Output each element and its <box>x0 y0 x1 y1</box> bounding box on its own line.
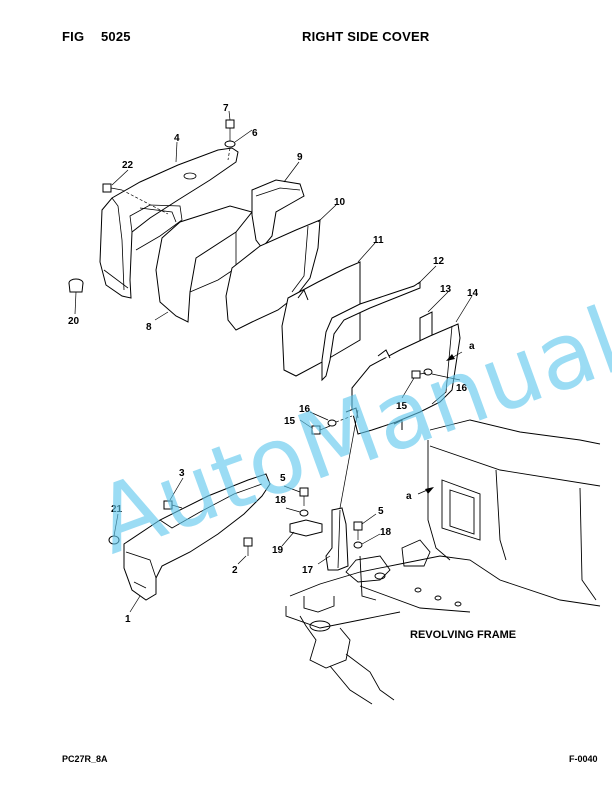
callout-11: 11 <box>373 235 384 246</box>
part-2-bolt <box>243 537 253 556</box>
figure-number: 5025 <box>101 29 131 44</box>
part-7-bolt <box>225 119 235 142</box>
callout-17: 17 <box>302 565 314 576</box>
callout-13: 13 <box>440 284 452 295</box>
part-17-stay <box>325 409 359 571</box>
part-3-bolt <box>163 500 183 510</box>
model-code: PC27R_8A <box>62 754 108 764</box>
part-15-bolt-upper <box>411 370 427 379</box>
leader-lines <box>74 110 473 613</box>
part-16-washer-upper <box>423 368 433 376</box>
callout-20: 20 <box>68 316 80 327</box>
callout-18-right: 18 <box>380 527 392 538</box>
part-12-strip <box>321 281 421 382</box>
page-title: RIGHT SIDE COVER <box>302 29 430 44</box>
part-4-upper-cover <box>99 147 239 299</box>
part-20-grommet <box>68 278 84 293</box>
part-19-plate <box>289 519 323 537</box>
callout-18-left: 18 <box>275 495 287 506</box>
part-1-lower-cover <box>123 473 271 601</box>
page-code: F-0040 <box>569 754 598 764</box>
callout-12: 12 <box>433 256 445 267</box>
part-15-bolt-lower <box>311 425 331 435</box>
part-14-side-cover <box>345 323 461 435</box>
callout-3: 3 <box>179 468 185 479</box>
callout-6: 6 <box>252 128 258 139</box>
callout-1: 1 <box>125 614 131 625</box>
reference-mark-upper: a <box>469 341 475 352</box>
part-11-sheet <box>281 261 361 377</box>
part-18-nut-left <box>299 509 309 517</box>
callout-16-lower: 16 <box>299 404 311 415</box>
revolving-frame <box>285 419 601 705</box>
part-16-washer-lower <box>327 419 337 427</box>
callout-4: 4 <box>174 133 180 144</box>
callout-5-left: 5 <box>280 473 286 484</box>
revolving-frame-label: REVOLVING FRAME <box>410 629 516 641</box>
callout-19: 19 <box>272 545 284 556</box>
part-8-pad <box>155 205 253 323</box>
callout-16-upper: 16 <box>456 383 468 394</box>
callout-22: 22 <box>122 160 134 171</box>
part-9-pad <box>251 179 305 249</box>
callout-7: 7 <box>223 103 229 114</box>
part-6-washer <box>224 140 236 148</box>
callout-2: 2 <box>232 565 238 576</box>
callout-5-right: 5 <box>378 506 384 517</box>
callout-15-lower: 15 <box>284 416 296 427</box>
callout-10: 10 <box>334 197 346 208</box>
callout-14: 14 <box>467 288 479 299</box>
callout-21: 21 <box>111 504 123 515</box>
callout-8: 8 <box>146 322 152 333</box>
callout-9: 9 <box>297 152 303 163</box>
part-5-bolt-right <box>353 521 363 540</box>
part-22-bolt <box>102 183 123 193</box>
part-18-nut-right <box>353 541 363 549</box>
reference-mark-lower: a <box>406 491 412 502</box>
callout-15-upper: 15 <box>396 401 408 412</box>
figure-label: FIG <box>62 29 85 44</box>
